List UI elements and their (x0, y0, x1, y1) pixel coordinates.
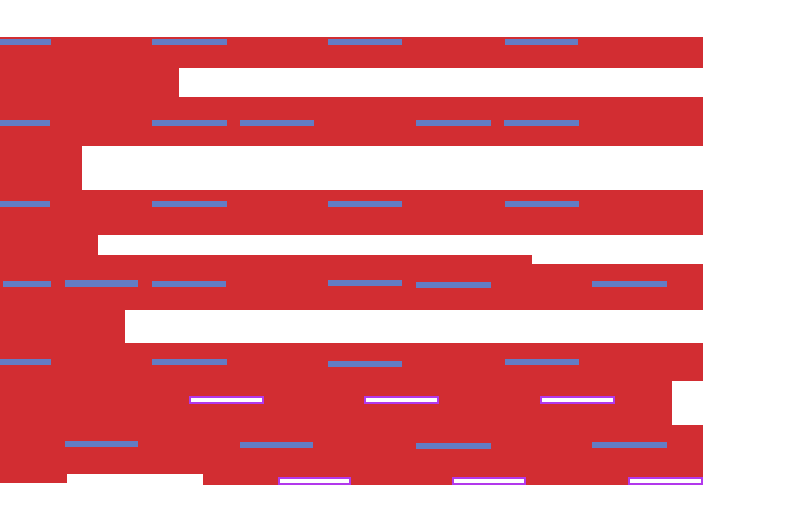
violet-outlined-bar (540, 396, 615, 404)
violet-outlined-bar (189, 396, 264, 404)
link-bar (0, 39, 51, 45)
violet-outlined-bar (452, 477, 526, 485)
red-block (0, 68, 179, 97)
link-bar (592, 442, 667, 448)
link-bar (416, 443, 491, 449)
link-bar (504, 120, 579, 126)
red-block (532, 264, 703, 310)
link-bar (416, 282, 491, 288)
link-bar (152, 39, 227, 45)
link-bar (240, 120, 314, 126)
link-bar (505, 39, 578, 45)
violet-outlined-bar (364, 396, 439, 404)
link-bar (328, 201, 402, 207)
link-bar (0, 201, 50, 207)
link-bar (65, 441, 138, 447)
link-bar (3, 281, 51, 287)
link-bar (0, 359, 51, 365)
link-bar (65, 280, 138, 287)
red-block (0, 474, 67, 483)
link-bar (328, 39, 402, 45)
link-bar (152, 359, 227, 365)
red-block (0, 310, 125, 343)
red-block (0, 190, 703, 235)
link-bar (592, 281, 667, 287)
link-bar (0, 120, 50, 126)
link-bar (505, 359, 579, 365)
red-block (0, 97, 703, 146)
link-bar (152, 201, 227, 207)
link-bar (505, 201, 579, 207)
link-bar (328, 280, 402, 286)
link-bar (152, 281, 226, 287)
link-bar (416, 120, 491, 126)
violet-outlined-bar (628, 477, 703, 485)
violet-outlined-bar (278, 477, 351, 485)
link-bar (240, 442, 313, 448)
red-block (0, 235, 98, 255)
white-cutout (672, 381, 703, 425)
link-bar (152, 120, 227, 126)
link-bar (328, 361, 402, 367)
red-block (0, 146, 82, 190)
